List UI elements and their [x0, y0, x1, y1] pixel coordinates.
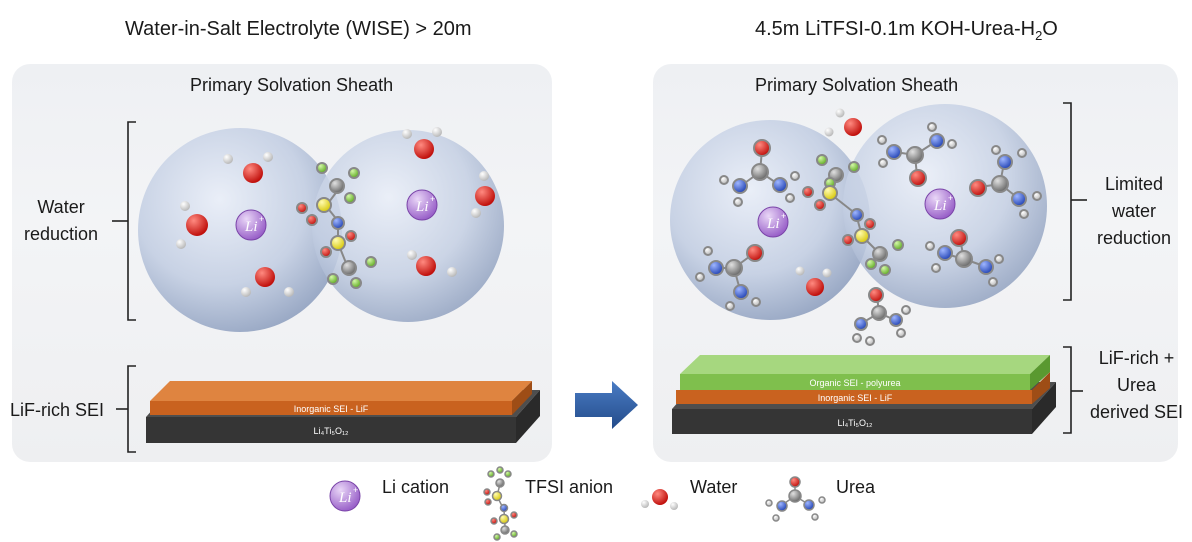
- li-ion-right-1: Li +: [757, 206, 789, 238]
- legend-water-label: Water: [690, 477, 738, 497]
- svg-text:Li: Li: [933, 198, 947, 214]
- left-substrate-label: Li₄Ti₅O₁₂: [314, 426, 350, 436]
- li-ion-right-2: Li +: [924, 188, 956, 220]
- tfsi-anion-left: [296, 162, 377, 289]
- svg-text:+: +: [948, 193, 953, 203]
- water-molecule: [176, 201, 208, 249]
- water-molecule: [241, 267, 294, 297]
- svg-text:+: +: [259, 214, 264, 224]
- urea-molecule: [852, 287, 911, 346]
- left-inorganic-sei-label: Inorganic SEI - LiF: [294, 404, 369, 414]
- urea-sei-bracket: [1063, 346, 1083, 434]
- urea-molecule: [925, 229, 1004, 287]
- water-molecule: [223, 152, 273, 183]
- water-reduction-bracket: [112, 121, 136, 321]
- urea-molecule: [969, 145, 1042, 219]
- urea-derived-sei-label: LiF-rich + Urea derived SEI: [1090, 348, 1184, 422]
- legend-li-icon: Li +: [329, 480, 361, 512]
- right-panel-title: 4.5m LiTFSI-0.1m KOH-Urea-H2O: [755, 18, 1058, 43]
- legend-urea-label: Urea: [836, 477, 876, 497]
- legend-water-icon: [641, 489, 678, 510]
- right-organic-sei-label: Organic SEI - polyurea: [809, 378, 900, 388]
- left-panel-title: Water-in-Salt Electrolyte (WISE) > 20m: [125, 18, 472, 40]
- svg-text:+: +: [781, 211, 786, 221]
- right-solvation-sheath-label: Primary Solvation Sheath: [755, 75, 959, 95]
- svg-text:+: +: [353, 485, 358, 495]
- svg-text:Li: Li: [766, 216, 780, 232]
- right-sei-stack: Organic SEI - polyurea Inorganic SEI - L…: [672, 355, 1056, 434]
- lif-sei-bracket: [116, 365, 136, 453]
- water-molecule: [824, 108, 862, 137]
- limited-water-reduction-label: Limited water reduction: [1097, 174, 1172, 248]
- transition-arrow: [575, 381, 638, 429]
- urea-molecule: [877, 122, 957, 187]
- water-reduction-label: Water reduction: [24, 197, 99, 244]
- left-sei-stack: Inorganic SEI - LiF Li₄Ti₅O₁₂: [146, 381, 540, 443]
- legend-urea-icon: [765, 476, 826, 522]
- svg-text:Li: Li: [244, 219, 258, 235]
- legend-tfsi-label: TFSI anion: [525, 477, 614, 497]
- legend-tfsi-icon: [483, 466, 518, 541]
- li-ion-left-1: Li +: [235, 209, 267, 241]
- svg-text:+: +: [430, 194, 435, 204]
- water-molecule: [407, 250, 457, 277]
- li-ion-left-2: Li +: [406, 189, 438, 221]
- limited-water-bracket: [1063, 102, 1087, 301]
- urea-molecule: [695, 244, 764, 311]
- water-molecule: [795, 266, 832, 296]
- legend-li-label: Li cation: [382, 477, 450, 497]
- right-inorganic-sei-label: Inorganic SEI - LiF: [818, 393, 893, 403]
- left-solvation-sheath-label: Primary Solvation Sheath: [190, 75, 394, 95]
- urea-molecule: [719, 139, 800, 207]
- svg-text:Li: Li: [415, 199, 429, 215]
- right-substrate-label: Li₄Ti₅O₁₂: [838, 418, 874, 428]
- tfsi-anion-right: [802, 154, 904, 276]
- lif-rich-sei-label: LiF-rich SEI: [10, 400, 105, 420]
- water-molecule: [471, 171, 495, 218]
- water-molecule: [402, 127, 442, 159]
- svg-text:Li: Li: [338, 490, 352, 506]
